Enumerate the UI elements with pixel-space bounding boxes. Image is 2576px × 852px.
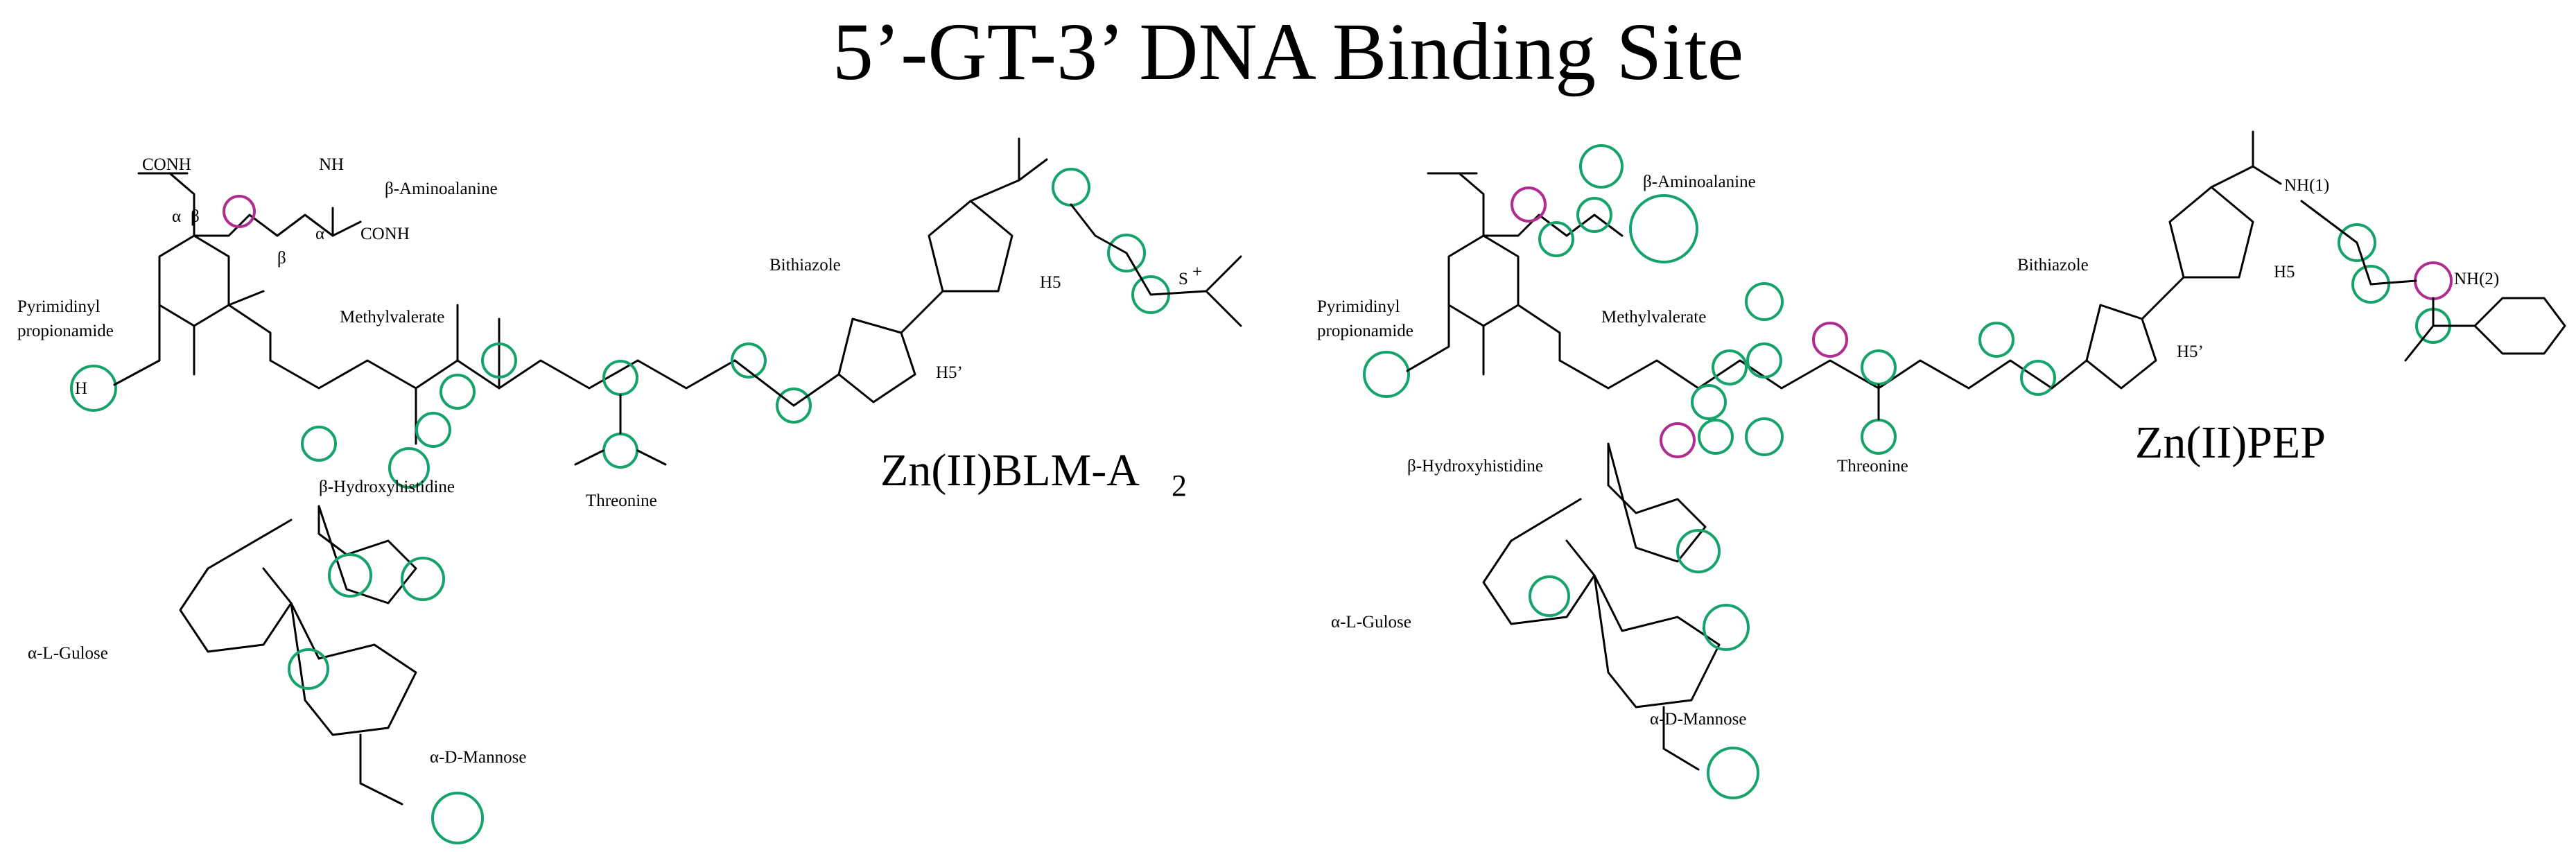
blm-alpha-circle-1 [301,426,337,462]
blm-hydroxyhistidine-label: β-Hydroxyhistidine [319,478,455,496]
pep-sugar-circle-1 [1529,575,1570,617]
pep-beta-circle-top [1538,221,1574,257]
pep-methylvalerate-label: Methylvalerate [1601,308,1706,327]
pep-alpha-circle-top [1576,197,1612,233]
blm-tail-gamma-circle [1131,275,1170,314]
pep-nh2-label: NH(2) [2454,270,2499,288]
pep-bithiazole-alpha-circle [1978,322,2014,358]
blm-h5-label: H5 [1040,273,1061,292]
blm-beta-aminoalanine-label: β-Aminoalanine [385,180,498,198]
blm-conh2-top: CONH [142,155,191,174]
pep-structure: β-Aminoalanine Pyrimidinyl propionamide … [1317,130,2566,799]
blm-tail-beta-circle [1107,234,1146,272]
pep-pyrimidinyl-label: Pyrimidinyl [1317,297,1400,316]
pep-h2n-circle [1363,351,1410,398]
blm-greek-beta-2: β [277,249,286,268]
blm-h2n-label: H [75,379,87,398]
blm-beta-circle-1 [440,374,476,410]
pep-sugar-oh-circle [1703,604,1750,651]
pep-nh2-circle-top [1579,144,1624,189]
blm-sulfonium-label: S [1178,270,1188,288]
pep-hydroxyhistidine-label: β-Hydroxyhistidine [1407,457,1543,476]
pep-beta-aminoalanine-label: β-Aminoalanine [1643,173,1756,191]
pep-conh2-circle [1629,194,1698,263]
pep-nh-circle-top [1511,186,1547,223]
pep-nh1-label: NH(1) [2284,176,2329,195]
pep-alpha-circle-mv [1746,342,1782,379]
blm-h2n-circle [70,365,117,412]
pep-imidazole-circle [1676,529,1721,573]
pep-bithiazole-beta-circle [2020,360,2056,396]
pep-gamma-circle-tail [2351,265,2390,304]
pep-nh2-circle-tail [2414,261,2453,300]
blm-h5p-label: H5’ [936,363,963,382]
blm-mannose-label: α-D-Mannose [430,748,526,767]
blm-greek-beta-1: β [191,207,200,226]
pep-thr-beta-circle [1861,419,1897,455]
pep-h5-label: H5 [2274,263,2295,281]
blm-alpha-circle-2 [481,342,517,379]
blm-bithiazole-alpha-circle [731,342,767,379]
blm-nh2-carbamoyl-circle [431,792,484,844]
blm-tail-nh-circle [1052,168,1090,207]
pep-ch3-circle-top [1745,282,1784,321]
blm-greek-alpha-2: α [315,225,324,243]
pep-threonine-label: Threonine [1837,457,1908,476]
pep-nh2-carbamoyl-circle [1707,747,1759,799]
blm-a2-structure: CONH NH CONH β-Aminoalanine α β β α Pyri… [17,137,1242,844]
figure-title: 5’-GT-3’ DNA Binding Site [832,6,1744,97]
pep-gulose-label: α-L-Gulose [1331,613,1411,632]
blm-name: Zn(II)BLM-A [880,445,1140,496]
blm-imidazole-circle-1 [328,553,372,598]
blm-methylvalerate-label: Methylvalerate [340,308,444,327]
blm-conh2-mid: CONH [360,225,410,243]
blm-gulose-label: α-L-Gulose [28,644,108,663]
pep-circle-mid [1698,419,1734,455]
blm-sugar-circle [288,648,329,690]
blm-gamma-circle [415,412,451,448]
pep-mannose-label: α-D-Mannose [1650,710,1746,729]
pep-nh-circle-mid [1660,422,1696,458]
blm-bithiazole-beta-circle [776,388,812,424]
pep-thr-alpha-circle [1861,349,1897,385]
pep-bithiazole-label: Bithiazole [2017,256,2089,275]
pep-propionamide-label: propionamide [1317,322,1413,340]
pep-gamma-circle-mv [1691,384,1727,420]
blm-imidazole-circle-2 [401,557,445,601]
blm-propionamide-label: propionamide [17,322,114,340]
pep-alpha-circle-tail [2338,223,2376,262]
blm-bithiazole-label: Bithiazole [769,256,841,275]
blm-nh-circle [223,195,256,228]
pep-h5p-label: H5’ [2177,342,2204,361]
blm-name-subscript: 2 [1172,469,1187,503]
blm-greek-alpha-1: α [172,207,181,226]
blm-charge-label: + [1192,263,1202,281]
pep-name: Zn(II)PEP [2135,417,2326,468]
blm-threonine-label: Threonine [586,492,657,510]
pep-beta-circle-mv [1712,349,1748,385]
blm-pyrimidinyl-label: Pyrimidinyl [17,297,101,316]
pep-nh-circle-thr [1812,322,1848,358]
blm-nh2-top: NH [319,155,344,174]
pep-ch3-circle-mid [1745,417,1784,456]
blm-nh-amide-circle [388,447,430,489]
blm-thr-beta-circle [602,433,638,469]
